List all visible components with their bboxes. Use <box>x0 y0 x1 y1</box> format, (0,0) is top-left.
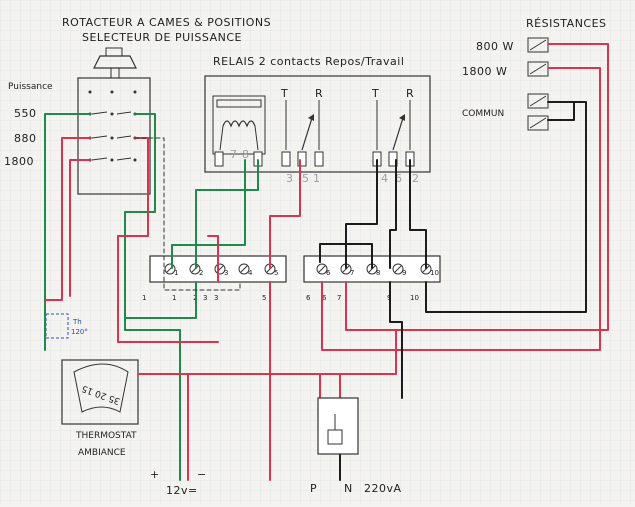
wire-black <box>389 159 397 269</box>
relay-contact-R1: R <box>315 87 323 100</box>
supply-P: P <box>310 482 317 495</box>
supply-plus: + <box>150 468 160 481</box>
terminal-under-label: 10 <box>410 294 419 302</box>
terminal-screw-slot <box>394 265 402 273</box>
terminal-number: 7 <box>350 269 354 277</box>
terminal-under-label: 3 <box>203 294 207 302</box>
supply-minus: − <box>197 468 207 481</box>
wire-green <box>195 159 259 269</box>
wire-red <box>269 159 301 269</box>
supply-N: N <box>344 482 353 495</box>
circuit-breaker <box>317 397 359 455</box>
wire-green <box>171 159 246 269</box>
terminal-under-label: 7 <box>337 294 341 302</box>
relay-pin: 5 <box>302 172 310 185</box>
terminal-under-label: 6 <box>322 294 327 302</box>
wires <box>44 43 609 481</box>
terminal-number: 6 <box>326 269 331 277</box>
wire-black <box>319 243 373 269</box>
supply-12v-label: 12v= <box>166 484 198 497</box>
rotator-title-2: SELECTEUR DE PUISSANCE <box>82 31 242 44</box>
wire-black <box>547 101 575 121</box>
resistor-1800-label: 1800 W <box>462 65 507 78</box>
relay-contact-R2: R <box>406 87 414 100</box>
terminal-screw-slot <box>318 265 326 273</box>
terminal-number: 9 <box>402 269 406 277</box>
thermostat <box>61 359 139 425</box>
relay-pin: 3 <box>286 172 294 185</box>
terminal-number: 2 <box>199 269 203 277</box>
relay-pin-labels: 7 8 3 5 1 4 6 2 <box>230 148 420 185</box>
wire-red <box>321 67 601 351</box>
terminal-number: 8 <box>376 269 380 277</box>
supply-220v-label: 220vA <box>364 482 402 495</box>
terminal-under-label: 5 <box>262 294 266 302</box>
terminal-screw-slot <box>240 265 248 273</box>
relay-pin: 6 <box>395 172 403 185</box>
relay-contact-T2: T <box>371 87 379 100</box>
puissance-label: Puissance <box>8 82 53 92</box>
thermostat-label-1: THERMOSTAT <box>75 431 137 441</box>
relay-contact-T1: T <box>280 87 288 100</box>
power-level-550: 550 <box>14 107 37 120</box>
wire-red <box>207 235 219 283</box>
terminal-number: 1 <box>174 269 178 277</box>
wire-black <box>345 159 378 269</box>
wire-black <box>409 159 427 269</box>
relay-pin: 8 <box>242 148 250 161</box>
relay-pin: 4 <box>381 172 389 185</box>
power-level-1800: 1800 <box>4 155 34 168</box>
wire-green <box>124 113 181 481</box>
th-label: Th <box>72 318 82 326</box>
rotator-title-1: ROTACTEUR A CAMES & POSITIONS <box>62 16 271 29</box>
terminal-under-label: 1 <box>142 294 146 302</box>
wire-red <box>44 137 91 301</box>
terminal-number: 10 <box>430 269 439 277</box>
terminal-under-label: 3 <box>214 294 218 302</box>
terminal-under-label: 1 <box>172 294 176 302</box>
power-level-880: 880 <box>14 132 37 145</box>
resistor-800-label: 800 W <box>476 40 514 53</box>
thermostat-label-2: AMBIANCE <box>78 448 126 458</box>
relay-pin: 2 <box>412 172 420 185</box>
wire-red <box>319 329 397 399</box>
terminal-number: 5 <box>274 269 278 277</box>
terminal-under-label: 6 <box>306 294 311 302</box>
wire-red <box>69 159 91 297</box>
terminal-number: 3 <box>224 269 228 277</box>
th-value: 120° <box>71 328 88 336</box>
wire-dashed <box>134 137 241 291</box>
wire-red <box>345 43 609 331</box>
relay-pin: 7 <box>230 148 238 161</box>
terminal-screws: 1 2 3 4 5 6 7 8 9 10 <box>164 263 439 277</box>
resistances-title: RÉSISTANCES <box>526 17 607 30</box>
relay-pin: 1 <box>313 172 321 185</box>
wire-black <box>389 281 403 399</box>
resistor-common-label: COMMUN <box>462 109 504 119</box>
relay-title: RELAIS 2 contacts Repos/Travail <box>213 55 404 68</box>
wire-green <box>124 281 197 319</box>
relay-coil <box>222 120 256 128</box>
wire-green <box>44 113 91 351</box>
terminal-number: 4 <box>248 269 253 277</box>
